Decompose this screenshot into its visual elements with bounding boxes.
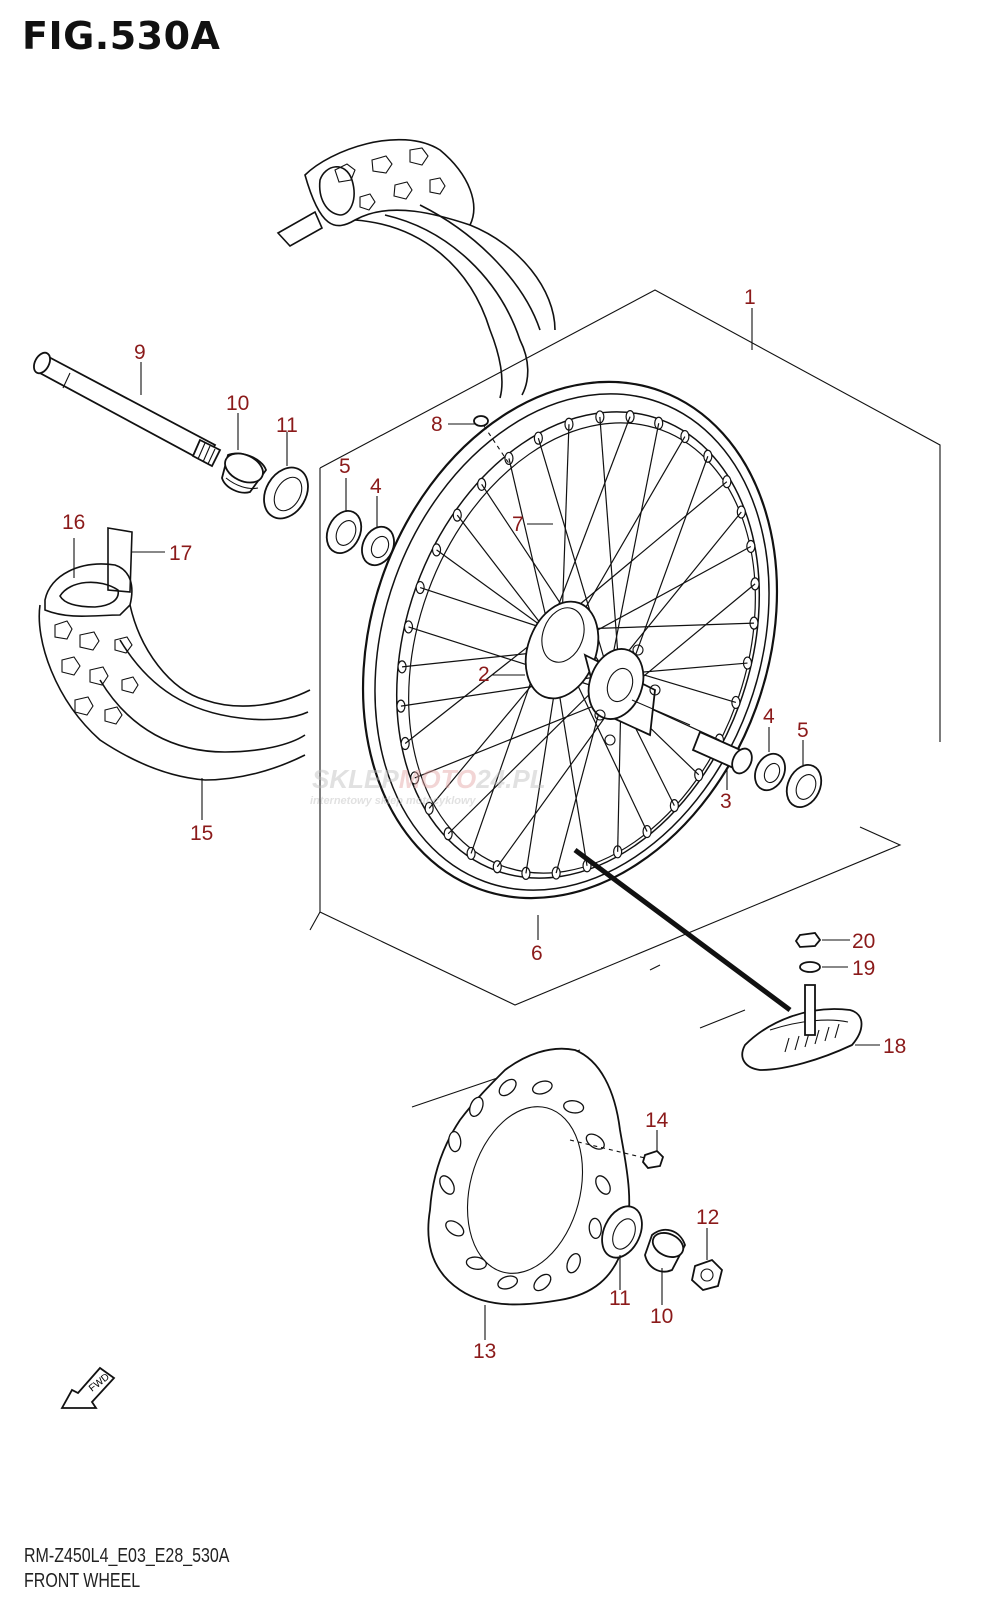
callout-11-top: 11 (276, 414, 298, 437)
spoke (447, 674, 610, 835)
callout-labels: 1 2 3 4 4 5 5 6 7 8 9 10 10 11 11 12 13 … (62, 286, 906, 1363)
dust-seal-right (601, 1205, 643, 1259)
leader-lines (73, 308, 880, 1340)
inner-tube (741, 984, 863, 1071)
disc-cutout (566, 1252, 581, 1274)
disc-cutout (563, 1100, 585, 1114)
callout-17: 17 (169, 542, 192, 565)
callout-6: 6 (531, 942, 543, 965)
callout-7: 7 (512, 513, 524, 536)
callout-2: 2 (478, 663, 490, 686)
callout-20: 20 (852, 930, 875, 953)
watermark-left: SKLEP (312, 764, 399, 794)
spoke (548, 416, 631, 631)
callout-19: 19 (852, 957, 875, 980)
oil-seal-right (785, 764, 823, 808)
callout-16: 16 (62, 511, 85, 534)
model-code: RM-Z450L4_E03_E28_530A (24, 1545, 230, 1567)
front-axle (33, 351, 222, 468)
callout-9: 9 (134, 341, 146, 364)
spoke (408, 626, 622, 696)
fwd-arrow: FWD (60, 1366, 116, 1409)
spoke (608, 511, 742, 676)
spoke (404, 629, 550, 745)
callout-4-left: 4 (370, 475, 382, 498)
disc-cutout (465, 1256, 487, 1270)
watermark: SKLEPMOTO24.PL internetowy sklep motocyk… (310, 764, 546, 807)
wheel-assembly-outline (309, 289, 941, 1006)
callout-4-right: 4 (763, 705, 775, 728)
disc-cutout (448, 1130, 462, 1153)
disc-cutout (585, 1133, 605, 1150)
spoke (508, 458, 550, 631)
callout-13: 13 (473, 1340, 496, 1363)
disc-cutout (497, 1275, 519, 1290)
callout-8: 8 (431, 413, 443, 436)
callout-5-right: 5 (797, 719, 809, 742)
brake-disc (427, 1047, 631, 1306)
figure-name: FRONT WHEEL (24, 1570, 141, 1592)
tire-left (38, 527, 311, 781)
disc-cutouts (439, 1078, 611, 1292)
disc-cutout (595, 1175, 611, 1195)
valve-nut (794, 932, 822, 948)
disc-cutout (588, 1217, 602, 1240)
rim-bolt (473, 415, 513, 469)
axle-collar-right (644, 1228, 686, 1273)
callout-5-left: 5 (339, 455, 351, 478)
disc-cutout (531, 1080, 553, 1095)
disc-cutout (498, 1078, 517, 1097)
spoke (496, 694, 622, 868)
watermark-right: 24.PL (475, 764, 545, 794)
hub-spacer-right (691, 730, 753, 775)
front-wheel (361, 380, 792, 1013)
spoke (608, 423, 660, 676)
callout-15: 15 (190, 822, 213, 845)
spoke (419, 586, 550, 631)
oil-seal-left (325, 510, 363, 554)
callout-1: 1 (744, 286, 756, 309)
svg-text:SKLEPMOTO24.PL: SKLEPMOTO24.PL (312, 764, 546, 794)
bearing-right (754, 752, 786, 792)
callout-3: 3 (720, 790, 732, 813)
watermark-tagline: internetowy sklep motocyklowy (310, 795, 477, 807)
watermark-mid: MOTO (399, 764, 477, 794)
bearing-left (361, 525, 395, 567)
axle-collar-left (221, 452, 268, 494)
callout-10-bottom: 10 (650, 1305, 673, 1328)
callout-12: 12 (696, 1206, 719, 1229)
callout-10-top: 10 (226, 392, 249, 415)
disc-cutout (445, 1220, 465, 1237)
axle-nut (691, 1258, 723, 1291)
callout-18: 18 (883, 1035, 906, 1058)
disc-cutout (469, 1096, 484, 1118)
valve-washer (799, 961, 821, 973)
callout-14: 14 (645, 1109, 669, 1132)
dust-seal-left (263, 466, 309, 520)
disc-cutout (533, 1273, 552, 1292)
figure-title: FIG.530A (22, 14, 221, 58)
hub (524, 600, 691, 746)
spoke (481, 484, 622, 696)
spoke-nipples (396, 410, 760, 880)
spoke (414, 694, 622, 779)
callout-11-bottom: 11 (609, 1287, 631, 1310)
disc-cutout (439, 1175, 455, 1195)
tire-upper (276, 138, 556, 399)
